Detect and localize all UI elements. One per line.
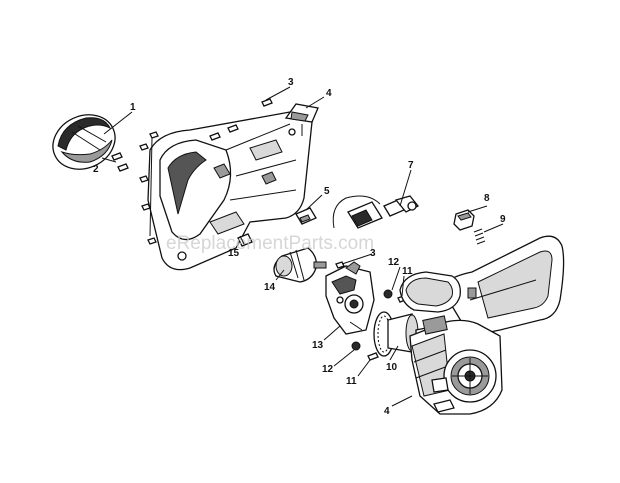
part-screws-knob [111,152,129,172]
callout-12-upper: 12 [388,257,400,268]
callout-2: 2 [93,164,99,175]
callout-10: 10 [386,362,398,373]
callout-3: 3 [288,77,294,88]
part-gearbox-frame [325,261,375,335]
leader-lines [101,86,504,407]
part-small-clip [237,233,253,247]
callout-7: 7 [408,160,414,171]
part-battery-latch [453,209,475,231]
part-gear-shaft [373,311,427,357]
part-housing-screws [139,98,273,245]
part-spring [473,228,486,245]
callout-1: 1 [130,102,136,113]
callout-3-lower: 3 [370,248,376,259]
callout-4: 4 [326,88,332,99]
callout-14: 14 [264,282,276,293]
callout-4-lower: 4 [384,406,390,417]
callout-11-upper: 11 [402,266,413,277]
callout-5: 5 [324,186,330,197]
callout-12-lower: 12 [322,364,334,375]
callout-11-lower: 11 [346,376,357,387]
part-switch-clip [295,207,317,225]
callout-9: 9 [500,214,506,225]
callouts: 1 2 3 4 5 7 8 9 3 12 11 15 14 13 12 11 1… [93,77,506,417]
part-motor [273,247,327,283]
callout-13: 13 [312,340,324,351]
watermark: eReplacementParts.com [166,233,374,254]
callout-8: 8 [484,193,490,204]
part-switch-harness [332,195,420,229]
part-left-housing [147,103,319,271]
part-knob-cap [52,114,116,170]
part-main-body [399,235,565,415]
callout-15: 15 [228,248,240,259]
